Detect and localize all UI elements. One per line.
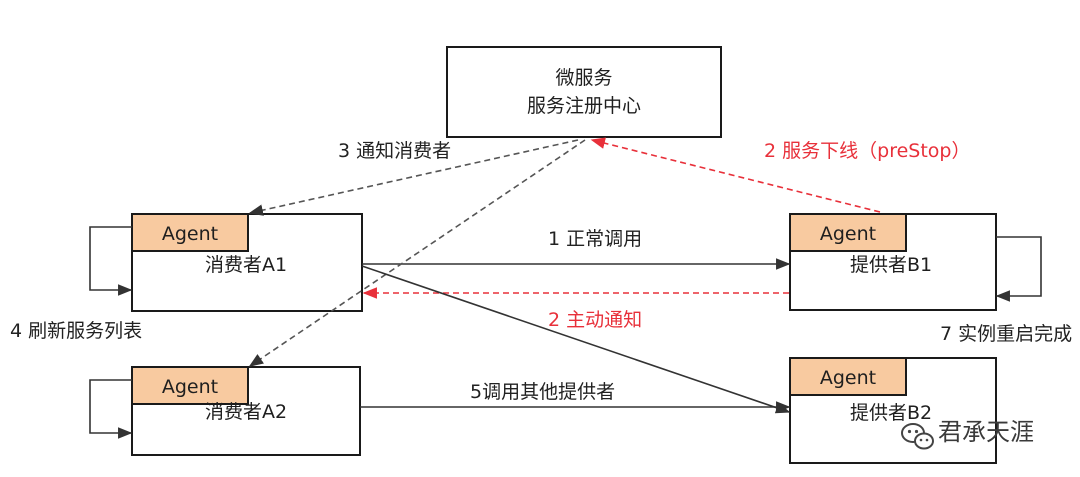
loop-refresh-a2 [89, 379, 133, 439]
arrow-notify-a1 [248, 139, 579, 216]
consumer-a1-agent [131, 213, 249, 252]
provider-b1-agent [789, 213, 907, 252]
label-restart-done: 7 实例重启完成 [940, 323, 1072, 345]
consumer-a2-node: Agent 消费者A2 [131, 366, 361, 456]
registry-title-line1: 微服务 [555, 67, 612, 89]
arrow-notify-a2 [248, 139, 586, 367]
consumer-a2-label: 消费者A2 [205, 401, 287, 423]
consumer-a1-node: Agent 消费者A1 [131, 213, 363, 312]
arrow-a1-to-b2 [361, 265, 791, 414]
consumer-a2-agent [131, 366, 249, 405]
provider-b1-label: 提供者B1 [850, 254, 932, 276]
consumer-a1-label: 消费者A1 [205, 254, 287, 276]
watermark: 君承天涯 [901, 418, 1034, 450]
label-notify-consumers: 3 通知消费者 [338, 140, 451, 162]
registry-title-line2: 服务注册中心 [527, 95, 641, 117]
loop-refresh-a1 [89, 226, 133, 296]
provider-b1-node: Agent 提供者B1 [789, 213, 997, 311]
provider-b2-agent-label: Agent [820, 367, 876, 389]
watermark-text: 君承天涯 [938, 418, 1034, 446]
consumer-a1-agent-label: Agent [162, 223, 218, 245]
label-refresh-list: 4 刷新服务列表 [10, 320, 142, 342]
wechat-icon [901, 423, 934, 450]
provider-b2-label: 提供者B2 [850, 402, 932, 424]
provider-b2-node: Agent 提供者B2 [789, 357, 997, 464]
label-call-other: 5调用其他提供者 [470, 381, 615, 403]
consumer-a2-agent-label: Agent [162, 376, 218, 398]
label-service-offline: 2 服务下线（preStop） [764, 140, 970, 162]
label-active-notify: 2 主动通知 [548, 309, 642, 331]
registry-center: 微服务 服务注册中心 [446, 46, 722, 138]
label-normal-call: 1 正常调用 [548, 228, 642, 250]
provider-b1-agent-label: Agent [820, 223, 876, 245]
loop-restart-b1 [995, 236, 1042, 302]
provider-b2-agent [789, 357, 907, 396]
